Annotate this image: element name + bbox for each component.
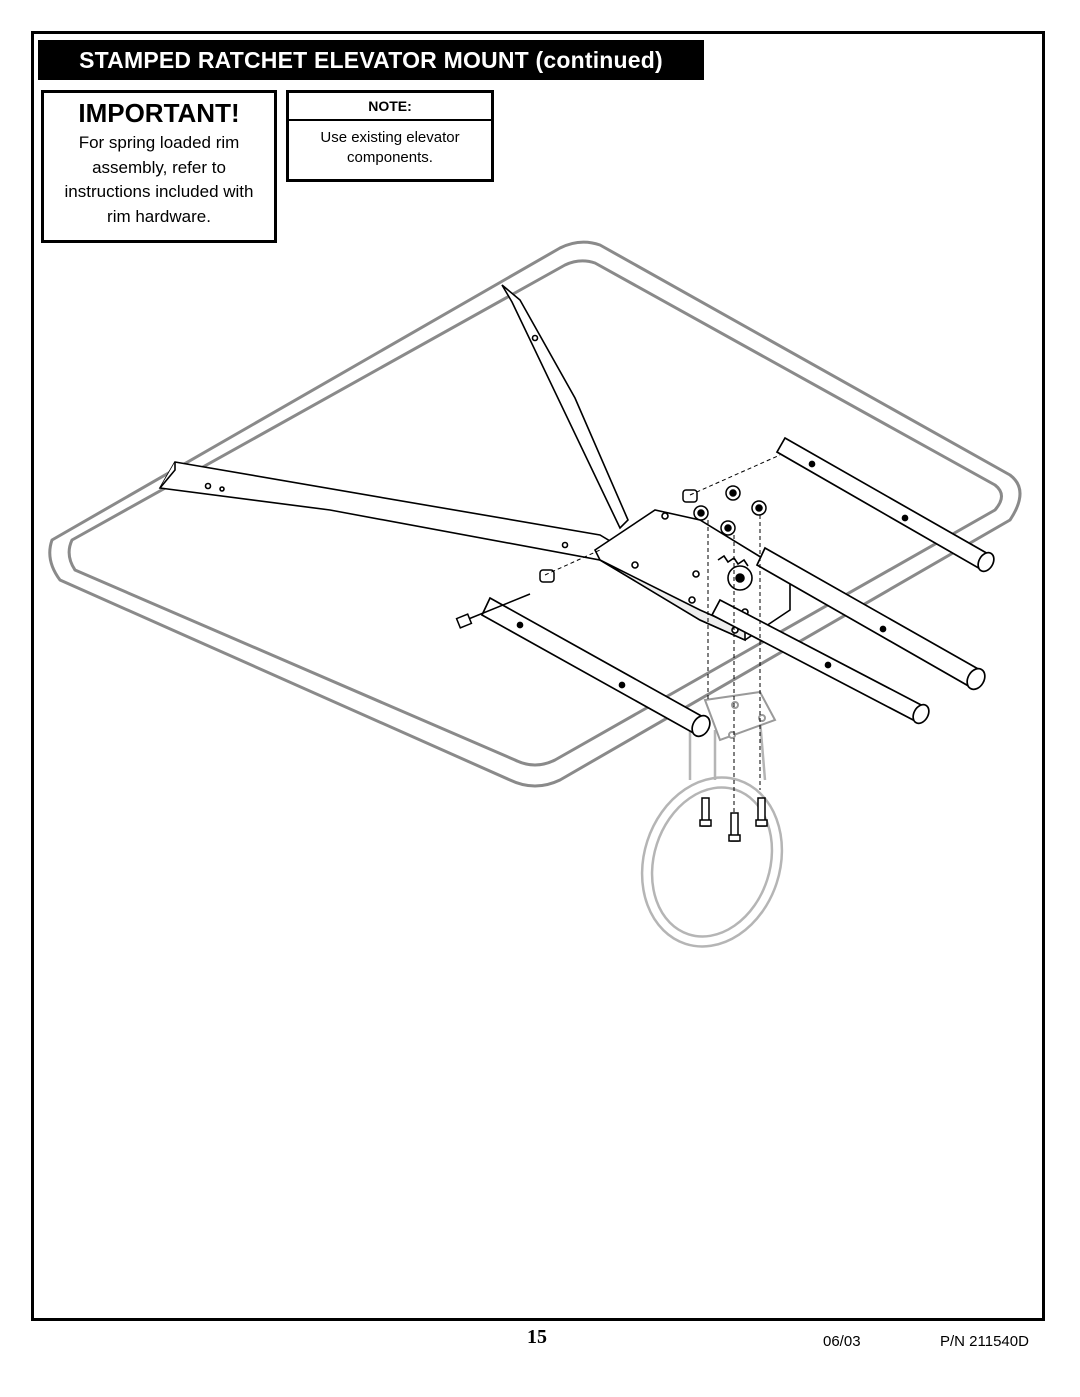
section-title: STAMPED RATCHET ELEVATOR MOUNT (continue… — [38, 40, 704, 80]
rim-bracket-plate — [703, 690, 777, 742]
page-number: 15 — [527, 1326, 547, 1348]
important-heading: IMPORTANT! — [78, 98, 240, 128]
backboard-frame — [48, 240, 1022, 788]
arm-tubes — [480, 436, 995, 738]
note-line: components. — [347, 149, 433, 166]
page-border — [31, 31, 1045, 1321]
important-line: instructions included with — [64, 182, 254, 201]
note-body: Use existing elevator components. — [289, 121, 491, 168]
important-line: rim hardware. — [107, 206, 211, 226]
left-bracket — [158, 461, 627, 561]
note-callout: NOTE: Use existing elevator components. — [286, 90, 494, 182]
note-line: Use existing elevator — [320, 129, 460, 146]
long-bolt — [455, 593, 531, 629]
rim-screws — [699, 797, 768, 842]
upper-bracket — [501, 284, 629, 530]
part-number: P/N 211540D — [940, 1333, 1029, 1350]
assembly-guide-lines — [544, 454, 781, 820]
rim-hoop — [640, 719, 784, 948]
revision-date: 06/03 — [823, 1333, 861, 1350]
important-body: For spring loaded rim assembly, refer to… — [44, 131, 274, 229]
hex-nuts — [539, 485, 767, 583]
important-line: assembly, refer to — [92, 157, 226, 177]
important-line: For spring loaded rim — [78, 133, 240, 152]
note-heading: NOTE: — [289, 93, 491, 121]
important-callout: IMPORTANT! For spring loaded rim assembl… — [41, 90, 277, 243]
